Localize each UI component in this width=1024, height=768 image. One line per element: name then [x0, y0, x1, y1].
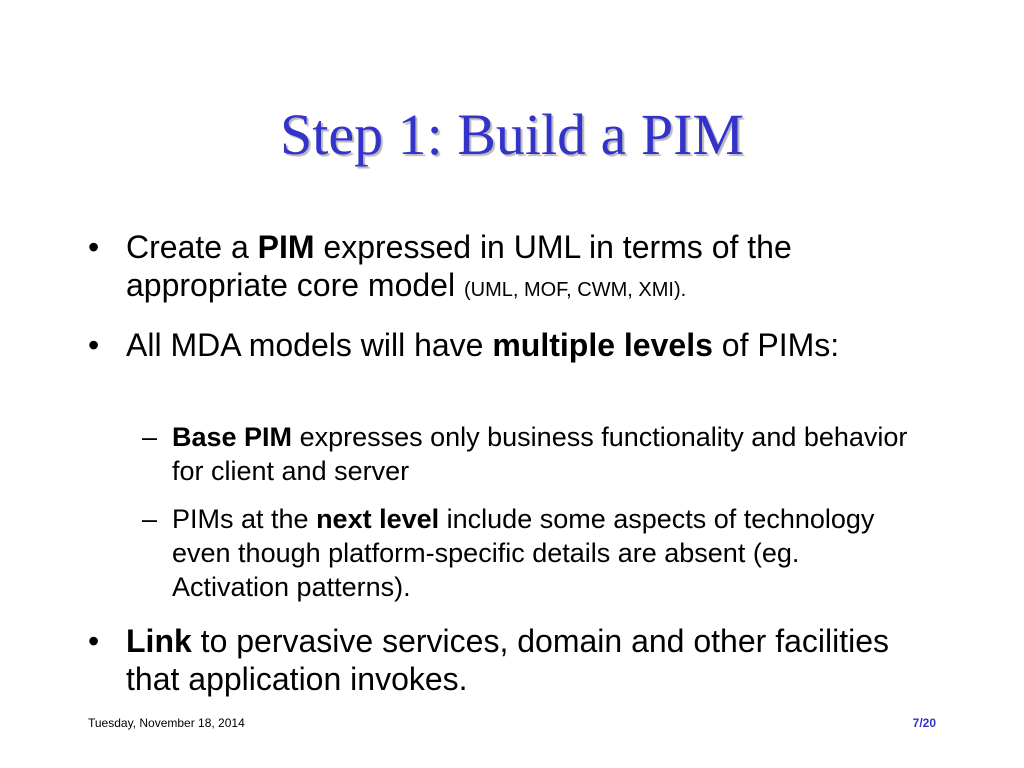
bullet-item-2: • All MDA models will have multiple leve…: [88, 326, 938, 364]
dash-marker: –: [142, 422, 158, 452]
text-run: include some aspects of technology even …: [172, 504, 875, 602]
text-run: expresses only business functionality an…: [172, 422, 908, 486]
sub-bullet-text: PIMs at the next level include some aspe…: [172, 502, 922, 604]
text-run-bold: next level: [316, 504, 440, 534]
bullet-text: Create a PIM expressed in UML in terms o…: [126, 228, 938, 309]
text-run: expressed in UML in terms of the appropr…: [126, 229, 792, 303]
bullet-marker: •: [88, 229, 100, 265]
sub-bullet-text: Base PIM expresses only business functio…: [172, 420, 922, 488]
sub-bullet-item-1: – Base PIM expresses only business funct…: [142, 420, 922, 488]
bullet-text: Link to pervasive services, domain and o…: [126, 622, 938, 698]
text-run: PIMs at the: [172, 504, 317, 534]
text-run-bold: multiple levels: [492, 327, 713, 363]
text-run: All MDA models will have: [126, 327, 493, 363]
text-run-small: (UML, MOF, CWM, XMI).: [463, 279, 687, 301]
text-run: Create a: [126, 229, 258, 265]
text-run-bold: Link: [126, 623, 192, 659]
bullet-marker: •: [88, 623, 100, 659]
sub-bullet-item-2: – PIMs at the next level include some as…: [142, 502, 922, 604]
bullet-item-3: • Link to pervasive services, domain and…: [88, 622, 938, 698]
text-run: to pervasive services, domain and other …: [126, 623, 889, 697]
bullet-item-1: • Create a PIM expressed in UML in terms…: [88, 228, 938, 309]
slide-number: 7/20: [912, 716, 936, 730]
dash-marker: –: [142, 504, 158, 534]
bullet-marker: •: [88, 327, 100, 363]
footer-date: Tuesday, November 18, 2014: [88, 716, 245, 730]
bullet-text: All MDA models will have multiple levels…: [126, 326, 938, 364]
text-run-bold: PIM: [257, 229, 315, 265]
slide-title: Step 1: Build a PIM: [279, 102, 745, 167]
text-run: of PIMs:: [712, 327, 840, 363]
text-run-bold: Base PIM: [172, 422, 293, 452]
